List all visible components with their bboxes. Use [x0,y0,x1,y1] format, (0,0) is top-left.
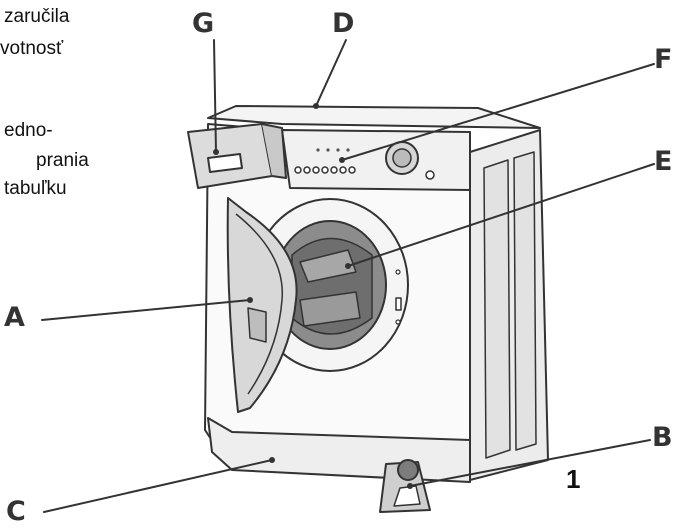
indicator-lights [316,148,350,152]
callout-E: E [654,146,673,177]
indicator-buttons [294,166,356,174]
manual-text-line-2: votnosť [0,38,64,59]
leader-B [409,439,651,487]
callout-C: C [6,496,26,527]
filter-cap [397,459,419,481]
callout-D: D [332,8,355,39]
manual-text-line-5: tabuľku [4,178,67,199]
leader-F [341,63,655,161]
manual-text-line-3: edno- [4,120,53,141]
door-hinge [247,307,267,343]
figure-number: 1 [566,464,581,494]
leader-G [213,39,217,153]
callout-B: B [652,422,673,453]
side-groove-2 [513,151,537,451]
leader-A [41,299,251,321]
door-lock [395,297,402,311]
control-panel [281,129,471,191]
leader-E [347,163,655,267]
callout-G: G [192,8,215,39]
manual-text-line-1: zaručila [4,6,70,27]
drawer-handle [207,153,243,173]
callout-A: A [4,302,25,333]
callout-F: F [654,44,673,75]
small-button [425,170,435,180]
machine-top [207,105,541,129]
leader-C [43,459,273,513]
leader-D [315,39,347,107]
open-door [226,197,298,413]
manual-text-line-4: prania [36,150,89,171]
drum-paddle [299,249,357,283]
side-groove-1 [483,159,511,459]
